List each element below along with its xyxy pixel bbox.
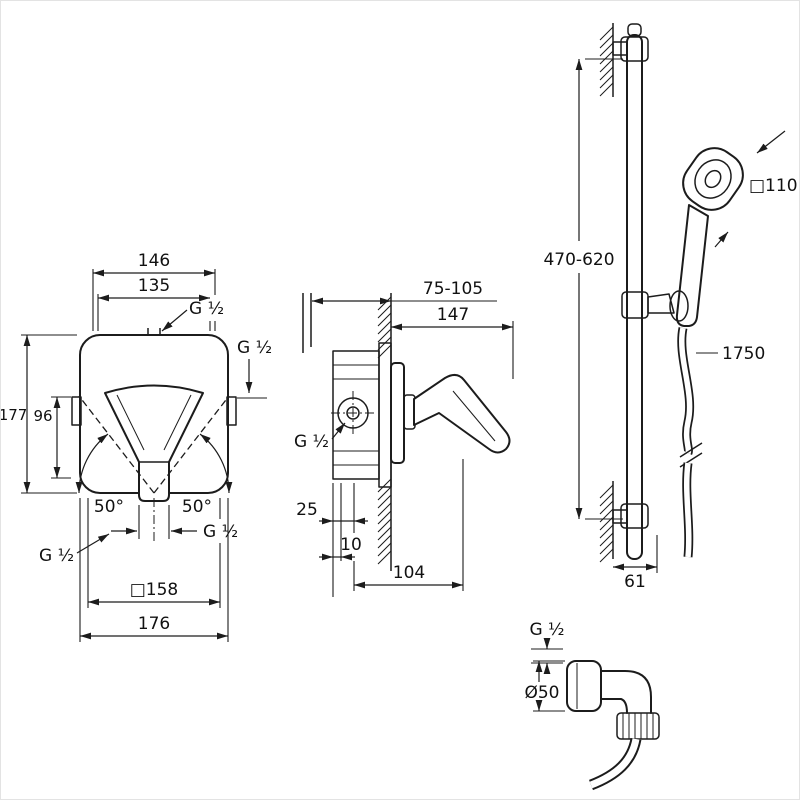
mixer-handle [413, 374, 511, 454]
dim-96: 96 [33, 407, 52, 425]
front-lever [75, 384, 233, 541]
dim-61: 61 [624, 572, 646, 592]
wall-union [566, 660, 660, 791]
dim-square-158: □158 [130, 580, 179, 600]
dim-75-105: 75-105 [423, 279, 483, 299]
front-view: 146 135 G ½ G ½ 177 96 50° 50° G ½ G ½ [1, 251, 272, 642]
hand-shower [669, 147, 744, 327]
bottom-wall-hatch [599, 484, 614, 563]
valve-center-marks [331, 391, 375, 435]
dim-hose-1750: 1750 [722, 344, 765, 364]
mixer-body [331, 342, 416, 488]
plaster-shield [378, 342, 392, 488]
front-dimensions: 146 135 G ½ G ½ 177 96 50° 50° G ½ G ½ [1, 251, 272, 642]
shower-hose [677, 327, 703, 558]
dim-10: 10 [340, 535, 362, 555]
label-g-top: G ½ [189, 299, 224, 319]
shower-handle-grip [675, 204, 709, 327]
top-wall-hatch [599, 26, 614, 97]
bottom-bracket-stub [612, 509, 628, 524]
union-dimensions: G ½ Ø50 [524, 620, 565, 712]
rail-view: 470-620 □110 1750 61 [543, 23, 798, 592]
holder-ring [669, 290, 689, 322]
side-dimensions: 75-105 147 G ½ 25 10 104 [294, 279, 514, 597]
dim-head-110: □110 [749, 176, 798, 196]
housing-detail-lines [333, 364, 379, 466]
dim-135: 135 [138, 276, 170, 296]
angle-arc-right [199, 433, 233, 494]
lever-handle [104, 384, 204, 502]
dim-104: 104 [393, 563, 425, 583]
wall-range-lines [302, 293, 312, 353]
dim-147: 147 [437, 305, 469, 325]
dim-176: 176 [138, 614, 170, 634]
side-lever-detail [452, 390, 496, 442]
side-lever [413, 374, 511, 454]
top-bracket [620, 36, 649, 62]
right-port-tab [226, 396, 237, 426]
slide-rail [626, 34, 643, 560]
nut-knurl [622, 713, 654, 739]
label-g-bottom-left: G ½ [39, 546, 74, 566]
elbow-pipe [600, 670, 652, 714]
union-view: G ½ Ø50 [524, 620, 660, 791]
rail-dimensions: 470-620 □110 1750 61 [543, 58, 798, 592]
shower-rail [612, 23, 675, 560]
label-g-bottom-right: G ½ [203, 522, 238, 542]
rail-walls [599, 23, 614, 563]
swing-lines [78, 395, 230, 494]
label-angle-left: 50° [94, 497, 124, 517]
dim-177: 177 [1, 406, 27, 424]
label-angle-right: 50° [182, 497, 212, 517]
dim-25: 25 [296, 500, 318, 520]
holder-arm [647, 293, 675, 314]
escutcheon-side [390, 362, 405, 464]
dim-diameter-50: Ø50 [524, 683, 559, 703]
rough-in-housing [332, 350, 380, 480]
dim-470-620: 470-620 [543, 250, 614, 270]
union-flange [566, 660, 602, 712]
top-bracket-stub [612, 41, 628, 56]
label-g-inlet: G ½ [294, 432, 329, 452]
top-port-ticks [147, 328, 161, 335]
label-g-union: G ½ [529, 620, 564, 640]
wall-hatch-top [377, 296, 392, 359]
valve-spindle [346, 406, 360, 420]
label-g-right: G ½ [237, 338, 272, 358]
wall-hatch-bottom [377, 478, 392, 565]
shower-head [682, 147, 744, 211]
hose-nut [616, 712, 660, 740]
side-view: 75-105 147 G ½ 25 10 104 [294, 279, 514, 597]
bottom-bracket [620, 503, 649, 529]
rail-cap [627, 23, 642, 37]
dim-146: 146 [138, 251, 170, 271]
lever-detail-lines [116, 394, 192, 451]
left-port-tab [71, 396, 82, 426]
glide-collar [621, 291, 649, 319]
angle-arc-left [75, 433, 109, 494]
